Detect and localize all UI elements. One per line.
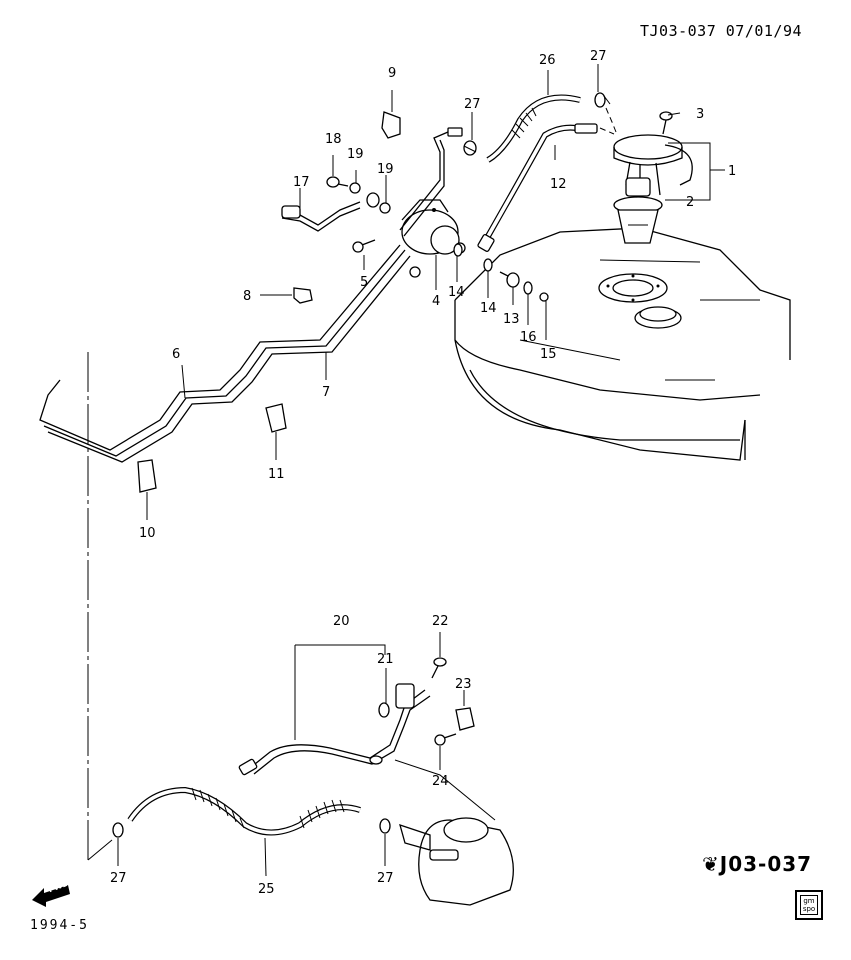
callout-12: 12 [550, 177, 567, 192]
bolt-18 [326, 176, 349, 188]
logo-line-1: gm [803, 897, 815, 905]
hose-17 [281, 192, 380, 232]
callout-17: 17 [293, 175, 310, 190]
callout-23: 23 [455, 677, 472, 692]
callout-9: 9 [388, 66, 396, 81]
bolt-5 [352, 239, 376, 253]
gasket-21 [378, 683, 415, 718]
hose-26 [486, 94, 581, 163]
clamp-27-upper-right [594, 92, 611, 108]
fuel-pipe-7 [43, 249, 411, 463]
callout-22: 22 [432, 614, 449, 629]
bolt-13 [499, 271, 520, 288]
washer-19b [379, 202, 391, 214]
fuel-pipe-6 [39, 244, 401, 451]
sheet-code: ❦J03-037 [702, 852, 813, 876]
callout-19b: 19 [377, 162, 394, 177]
line-12-connectors [477, 123, 598, 252]
callout-19a: 19 [347, 147, 364, 162]
line-12 [484, 124, 577, 240]
callout-27a: 27 [590, 49, 607, 64]
callout-27b: 27 [464, 97, 481, 112]
fuel-pump-sender-assembly [613, 134, 693, 244]
nut-filter [409, 266, 421, 278]
callout-25: 25 [258, 882, 275, 897]
washer-16 [523, 281, 533, 295]
clip-8 [293, 287, 313, 304]
drawing-id: TJ03-037 07/01/94 [640, 22, 803, 40]
clip-11 [265, 403, 287, 433]
callout-18: 18 [325, 132, 342, 147]
washer-14a [453, 243, 463, 257]
bolt-22 [431, 657, 447, 679]
callout-20: 20 [333, 614, 350, 629]
clamp-27-upper-mid [463, 140, 477, 156]
clip-9 [381, 111, 401, 139]
footer-code: 1994-5 [30, 918, 89, 933]
tank-flange-ring [598, 273, 668, 303]
callout-14a: 14 [448, 285, 465, 300]
washer-19a [349, 182, 361, 194]
callout-1: 1 [728, 164, 736, 179]
callout-8: 8 [243, 289, 251, 304]
callout-7: 7 [322, 385, 330, 400]
hose-assembly-20 [238, 689, 431, 776]
clip-10 [137, 459, 157, 493]
gm-spo-logo: gm spo [795, 890, 823, 920]
bolt-24 [434, 733, 457, 746]
callouts: 1 2 3 4 5 6 7 8 9 10 11 12 13 14 14 15 1… [110, 49, 736, 897]
callout-2: 2 [686, 195, 694, 210]
callout-21: 21 [377, 652, 394, 667]
callout-13: 13 [503, 312, 520, 327]
callout-10: 10 [139, 526, 156, 541]
callout-5: 5 [360, 275, 368, 290]
clamp-27-lower-left [112, 822, 124, 838]
callout-3: 3 [696, 107, 704, 122]
hose-25 [127, 786, 361, 836]
clip-23 [455, 707, 475, 731]
callout-11: 11 [268, 467, 285, 482]
washer-14b [483, 258, 493, 272]
leader-lines [117, 64, 725, 877]
callout-14b: 14 [480, 301, 497, 316]
clamp-27-lower-right [379, 818, 391, 834]
callout-27c: 27 [110, 871, 127, 886]
callout-24: 24 [432, 774, 449, 789]
forward-arrow-icon [32, 885, 70, 907]
bolt-15 [539, 292, 549, 302]
callout-27d: 27 [377, 871, 394, 886]
tank-cap [634, 306, 682, 329]
callout-6: 6 [172, 347, 180, 362]
callout-15: 15 [540, 347, 557, 362]
filter-inlet-pipe [399, 127, 463, 237]
callout-4: 4 [432, 294, 440, 309]
callout-26: 26 [539, 53, 556, 68]
callout-16: 16 [520, 330, 537, 345]
bolt-3 [659, 111, 673, 135]
fuel-tank [454, 227, 791, 461]
throttle-body-injector [399, 817, 514, 906]
logo-line-2: spo [802, 905, 816, 913]
